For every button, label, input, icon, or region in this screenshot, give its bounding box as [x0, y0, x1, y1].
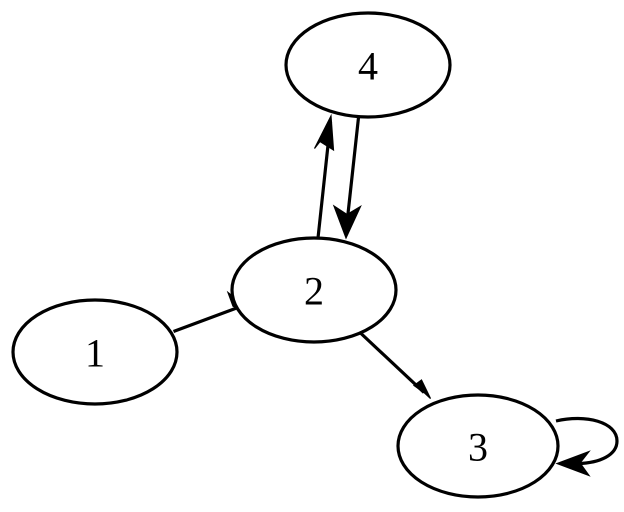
- edge-4-to-2-arrowhead: [332, 204, 362, 240]
- edge-2-to-3-arrowhead: [412, 379, 432, 399]
- edge-2-to-4-arrowhead: [313, 113, 335, 152]
- edge-4-to-2[interactable]: [332, 117, 362, 240]
- node-2-label: 2: [304, 269, 324, 314]
- node-4[interactable]: 4: [284, 11, 452, 119]
- node-3-ellipse[interactable]: [396, 393, 560, 499]
- node-2-ellipse[interactable]: [230, 236, 398, 344]
- node-3-label: 3: [468, 425, 488, 470]
- edges-layer: [172, 113, 619, 477]
- node-4-label: 4: [358, 44, 378, 89]
- edge-2-to-4[interactable]: [313, 113, 335, 239]
- node-1-label: 1: [85, 331, 105, 376]
- edge-3-to-3-self-loop[interactable]: [555, 416, 619, 477]
- edge-1-to-2-line: [172, 306, 237, 333]
- edge-3-to-3-loop-line: [555, 416, 619, 466]
- nodes-layer: 4 2 1 3: [11, 11, 560, 499]
- node-1-ellipse[interactable]: [11, 298, 179, 406]
- edge-2-to-3-line: [359, 331, 426, 394]
- edge-3-to-3-arrowhead: [555, 450, 591, 477]
- node-3[interactable]: 3: [396, 393, 560, 499]
- node-2[interactable]: 2: [230, 236, 398, 344]
- node-1[interactable]: 1: [11, 298, 179, 406]
- edge-4-to-2-line: [344, 117, 361, 233]
- edge-2-to-3[interactable]: [359, 331, 432, 399]
- node-4-ellipse[interactable]: [284, 11, 452, 119]
